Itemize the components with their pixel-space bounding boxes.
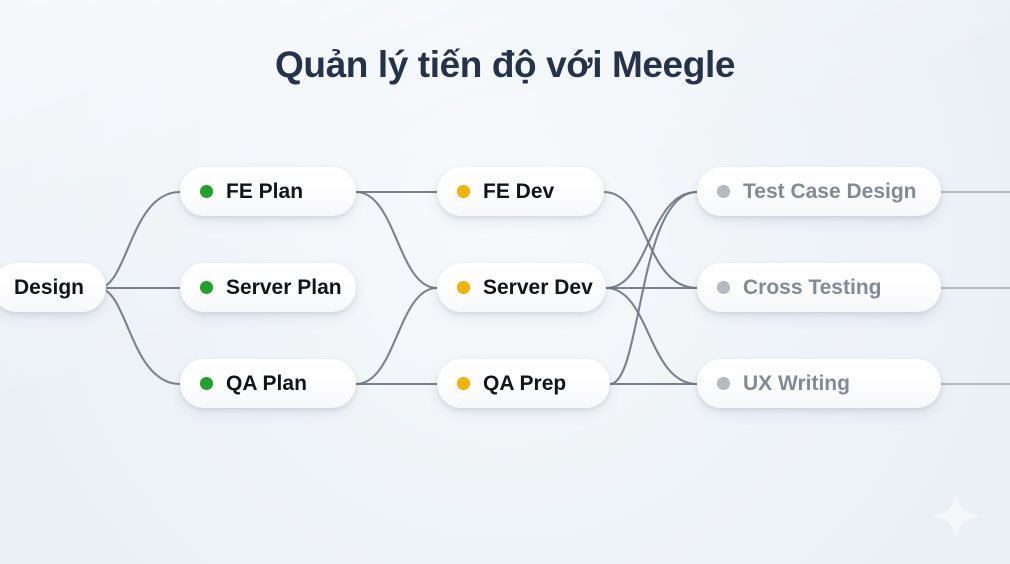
node-label: Design [14, 276, 85, 299]
node-label: Server Plan [226, 276, 342, 299]
status-dot-not-started-icon [717, 185, 730, 198]
node-cross-testing[interactable]: Cross Testing [697, 263, 941, 312]
node-label: Cross Testing [743, 276, 882, 299]
status-dot-not-started-icon [717, 281, 730, 294]
node-fe-plan[interactable]: FE Plan [180, 167, 356, 216]
node-qa-prep[interactable]: QA Prep [437, 359, 610, 408]
node-label: QA Plan [226, 372, 307, 395]
edge-qa-plan-server-dev [354, 286, 439, 386]
node-label: QA Prep [483, 372, 567, 395]
status-dot-in-progress-icon [457, 281, 470, 294]
node-qa-plan[interactable]: QA Plan [180, 359, 356, 408]
node-label: FE Dev [483, 180, 555, 203]
edge-server-dev-ux-writing [604, 286, 699, 386]
page-title: Quản lý tiến độ với Meegle [275, 44, 735, 85]
status-dot-not-started-icon [717, 377, 730, 390]
node-label: Server Dev [483, 276, 593, 299]
node-label: Test Case Design [743, 180, 917, 203]
edge-server-dev-test-case-design [604, 190, 699, 290]
node-ux-writing[interactable]: UX Writing [697, 359, 941, 408]
node-test-case-design[interactable]: Test Case Design [697, 167, 941, 216]
edge-fe-dev-cross-testing [602, 190, 699, 290]
edge-fe-plan-server-dev [354, 190, 439, 290]
edge-qa-prep-test-case-design [608, 190, 699, 386]
node-label: UX Writing [743, 372, 850, 395]
node-server-dev[interactable]: Server Dev [437, 263, 606, 312]
status-dot-done-icon [200, 185, 213, 198]
node-label: FE Plan [226, 180, 304, 203]
edge-design-qa-plan [96, 286, 182, 386]
status-dot-done-icon [200, 377, 213, 390]
node-server-plan[interactable]: Server Plan [180, 263, 356, 312]
node-design[interactable]: Design [0, 263, 107, 312]
node-fe-dev[interactable]: FE Dev [437, 167, 604, 216]
status-dot-done-icon [200, 281, 213, 294]
status-dot-in-progress-icon [457, 377, 470, 390]
status-dot-in-progress-icon [457, 185, 470, 198]
edge-design-fe-plan [96, 190, 182, 290]
